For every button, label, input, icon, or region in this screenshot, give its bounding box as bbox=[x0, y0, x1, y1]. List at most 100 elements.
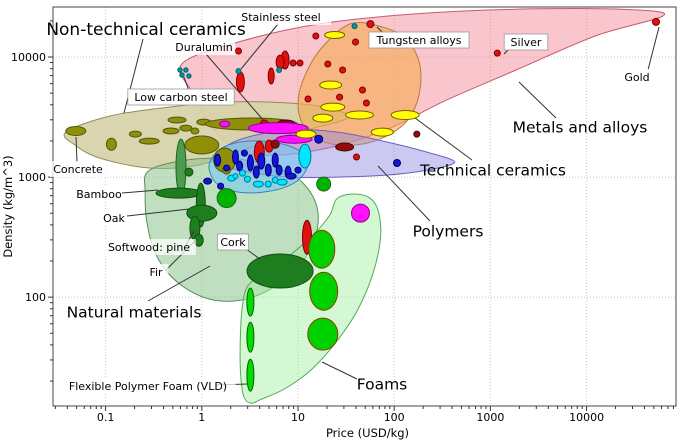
annotation-label: Non-technical ceramics bbox=[46, 20, 246, 40]
marker-bgreen bbox=[308, 229, 336, 269]
annotation-label: Gold bbox=[624, 71, 649, 84]
marker-yellow bbox=[319, 80, 343, 90]
marker-magenta bbox=[219, 120, 231, 128]
marker-red bbox=[362, 99, 370, 107]
x-tick-label: 10 bbox=[291, 411, 305, 424]
marker-blue bbox=[393, 159, 401, 167]
marker-cyan bbox=[252, 180, 264, 188]
marker-blue bbox=[285, 172, 297, 180]
marker-teal bbox=[183, 67, 189, 73]
annotation-label: Stainless steel bbox=[241, 11, 320, 24]
marker-dgreen bbox=[184, 167, 194, 177]
material-markers bbox=[65, 17, 660, 392]
marker-green2 bbox=[316, 176, 332, 192]
marker-blue bbox=[203, 177, 213, 185]
callout-line bbox=[240, 23, 279, 70]
marker-olive bbox=[105, 137, 117, 151]
marker-blue bbox=[223, 164, 231, 172]
callout-line bbox=[245, 248, 261, 260]
annotation-label: Natural materials bbox=[67, 304, 202, 322]
x-axis-title: Price (USD/kg) bbox=[326, 426, 409, 440]
marker-red bbox=[235, 71, 245, 93]
marker-teal bbox=[351, 23, 358, 30]
marker-vgreen bbox=[246, 321, 255, 353]
marker-yellow bbox=[390, 110, 420, 120]
callout-line bbox=[377, 165, 431, 222]
tungsten-alloys-marker-red bbox=[366, 20, 375, 29]
marker-yellow bbox=[345, 110, 374, 120]
marker-vgreen bbox=[246, 358, 255, 392]
callout-line bbox=[75, 136, 78, 163]
label-halo bbox=[60, 378, 236, 394]
marker-red bbox=[267, 67, 275, 85]
label-halo bbox=[621, 69, 653, 85]
marker-red bbox=[359, 86, 366, 94]
label-halo bbox=[230, 9, 332, 25]
marker-blue bbox=[275, 164, 283, 176]
label-halo bbox=[143, 264, 169, 280]
x-tick-label: 1000 bbox=[476, 411, 504, 424]
label-halo bbox=[102, 239, 196, 255]
annotation-label: Metals and alloys bbox=[513, 119, 648, 137]
marker-bgreen bbox=[307, 317, 339, 351]
plot-frame bbox=[52, 6, 677, 407]
marker-magenta bbox=[247, 122, 309, 135]
marker-cyan bbox=[243, 175, 251, 183]
cork-marker-dgreen bbox=[246, 253, 314, 289]
marker-olive bbox=[167, 116, 187, 124]
y-tick-label: 1000 bbox=[18, 171, 46, 184]
marker-blue bbox=[314, 134, 324, 144]
label-halo bbox=[49, 161, 107, 177]
marker-blue bbox=[214, 153, 222, 167]
gold-marker-red bbox=[652, 17, 660, 26]
marker-yellow bbox=[295, 129, 317, 139]
x-tick-label: 100 bbox=[384, 411, 405, 424]
marker-olive bbox=[190, 127, 200, 135]
marker-darkred bbox=[270, 139, 280, 149]
marker-bgreen bbox=[309, 271, 339, 311]
marker-red bbox=[353, 153, 360, 161]
annotation-label: Oak bbox=[103, 212, 125, 225]
label-halo bbox=[172, 39, 236, 55]
label-halo bbox=[101, 210, 127, 226]
marker-red bbox=[275, 54, 285, 70]
axis-ticks bbox=[48, 20, 674, 411]
low-carbon-steel-marker-teal bbox=[177, 67, 183, 73]
callout-line bbox=[121, 189, 159, 194]
marker-red bbox=[312, 32, 320, 40]
marker-blue bbox=[294, 166, 302, 174]
marker-yellow bbox=[324, 31, 346, 39]
marker-blue bbox=[217, 182, 225, 190]
marker-blue bbox=[264, 163, 272, 177]
marker-red bbox=[336, 93, 344, 101]
callout-line bbox=[647, 26, 660, 71]
annotation-label: Foams bbox=[357, 376, 408, 394]
y-axis-title: Density (kg/m^3) bbox=[1, 155, 15, 257]
annotation-label: Silver bbox=[511, 36, 542, 49]
marker-blue bbox=[252, 165, 260, 179]
marker-darkred bbox=[335, 142, 355, 152]
label-box bbox=[503, 33, 549, 51]
callout-line bbox=[123, 38, 144, 114]
marker-red bbox=[304, 95, 312, 103]
callout-line bbox=[126, 208, 190, 217]
annotation-label: Flexible Polymer Foam (VLD) bbox=[69, 380, 227, 393]
label-box bbox=[217, 233, 249, 251]
callout-line bbox=[147, 265, 211, 302]
marker-red bbox=[352, 38, 359, 46]
callout-line bbox=[321, 361, 358, 380]
marker-blue bbox=[271, 152, 279, 168]
marker-cyan bbox=[298, 143, 312, 169]
marker-cyan bbox=[264, 180, 272, 188]
marker-blue bbox=[232, 149, 239, 165]
marker-yellow bbox=[320, 102, 346, 112]
annotation-label: Concrete bbox=[53, 163, 103, 176]
annotation-label: Tungsten alloys bbox=[375, 34, 461, 47]
silver-marker-red bbox=[493, 49, 501, 57]
marker-cyan bbox=[276, 178, 288, 186]
callout-line bbox=[414, 117, 473, 161]
marker-teal bbox=[276, 67, 283, 73]
